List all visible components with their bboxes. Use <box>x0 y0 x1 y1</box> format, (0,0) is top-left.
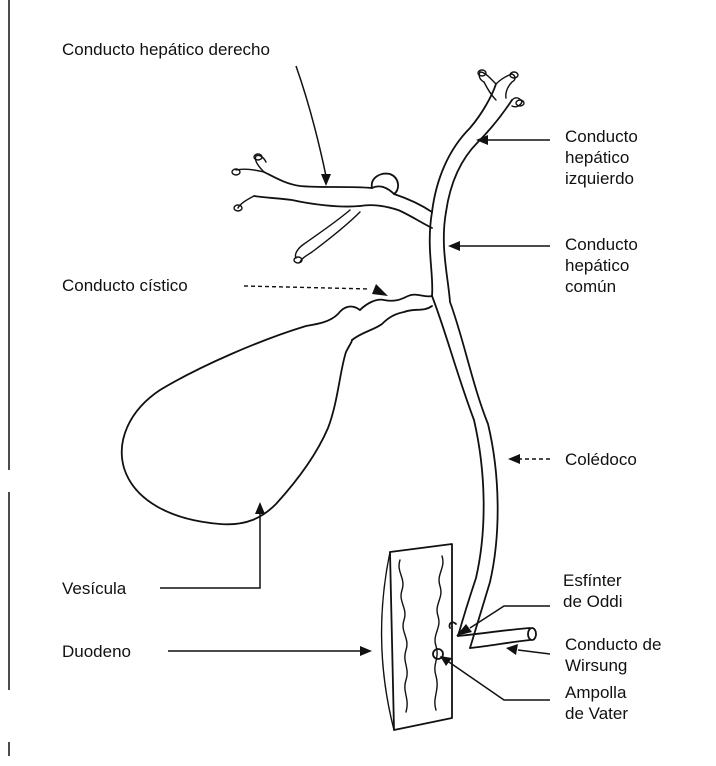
label-hepatico-comun: Conducto hepático común <box>565 235 643 296</box>
label-coledoco: Colédoco <box>565 450 637 469</box>
cystic-duct-upper <box>360 295 432 310</box>
label-esfinter: Esfínter de Oddi <box>563 571 626 611</box>
label-vesicula: Vesícula <box>62 579 127 598</box>
label-cistico: Conducto cístico <box>62 276 188 295</box>
label-hepatico-izquierdo: Conducto hepático izquierdo <box>565 127 643 188</box>
right-hepatic-duct-upper <box>372 186 432 212</box>
right-hepatic-main-upper <box>264 172 372 188</box>
label-hepatico-derecho: Conducto hepático derecho <box>62 40 270 59</box>
wirsung-duct-end <box>528 628 536 640</box>
left-branch-1 <box>479 72 496 84</box>
coledoco-left-wall <box>430 212 484 636</box>
right-hepatic-main-lower <box>254 196 360 207</box>
right-hepatic-duct-lower <box>360 205 432 228</box>
left-hepatic-duct-outer <box>432 84 496 212</box>
biliary-tree <box>122 70 536 730</box>
label-duodeno: Duodeno <box>62 642 131 661</box>
label-ampolla: Ampolla de Vater <box>565 683 631 723</box>
label-wirsung: Conducto de Wirsung <box>565 635 666 675</box>
cystic-duct-lower <box>352 306 432 340</box>
wirsung-duct-lower <box>470 640 530 648</box>
gallbladder <box>122 307 360 525</box>
duodenum <box>382 544 453 730</box>
leader-lines <box>160 66 550 700</box>
confluence-bump <box>372 174 398 194</box>
